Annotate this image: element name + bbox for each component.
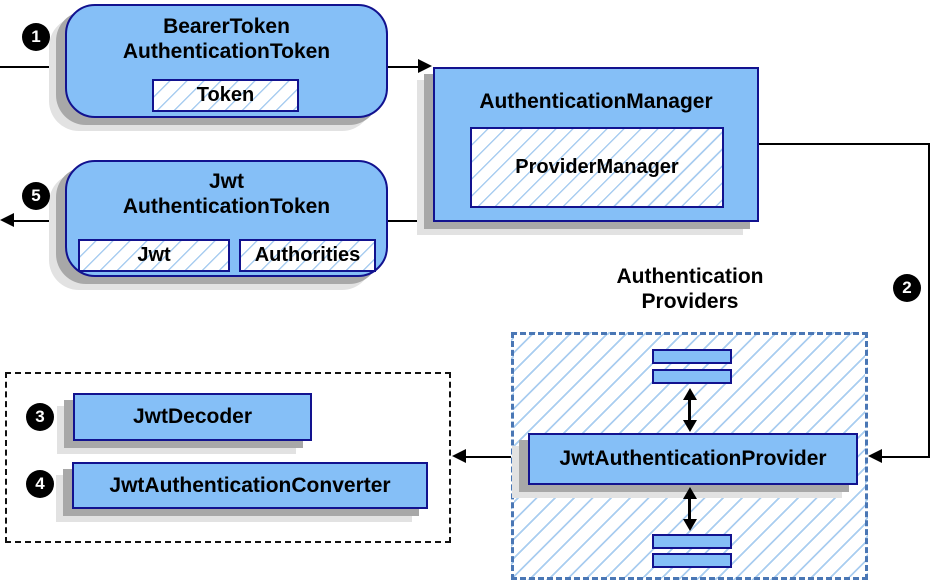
jwt-authentication-converter-node: JwtAuthenticationConverter	[72, 462, 428, 509]
authentication-providers-label-line1: Authentication	[616, 265, 764, 288]
step-badge-5: 5	[22, 182, 50, 210]
step-badge-4: 4	[26, 470, 54, 498]
connector-step2-right	[928, 143, 930, 457]
authentication-manager-title: AuthenticationManager	[479, 90, 713, 113]
jwt-authentication-provider-node: JwtAuthenticationProvider	[528, 433, 858, 485]
double-arrow-top-down-icon	[683, 420, 697, 432]
step-badge-3: 3	[26, 403, 54, 431]
double-arrow-top-up-icon	[683, 388, 697, 400]
provider-placeholder-bar	[652, 369, 732, 384]
provider-placeholder-bar	[652, 349, 732, 364]
provider-manager-box: ProviderManager	[470, 127, 724, 208]
authentication-providers-label-line2: Providers	[641, 290, 739, 313]
jwt-box: Jwt	[78, 239, 230, 272]
bearer-token-authentication-token-node: BearerToken AuthenticationToken Token	[65, 4, 388, 118]
jwt-authentication-token-node: Jwt AuthenticationToken Jwt Authorities	[65, 160, 388, 277]
step-badge-1: 1	[22, 23, 50, 51]
jwt-decoder-node: JwtDecoder	[73, 393, 312, 441]
bearer-token-title-line1: BearerToken	[163, 15, 290, 38]
token-box: Token	[152, 79, 299, 112]
double-arrow-bottom-up-icon	[683, 487, 697, 499]
double-arrow-bottom-shaft	[688, 497, 691, 521]
jwt-authentication-token-title-line2: AuthenticationToken	[122, 195, 331, 218]
connector-step1-to-manager	[386, 66, 420, 68]
connector-step2-top	[759, 143, 930, 145]
decoder-converter-container	[5, 372, 451, 543]
authentication-providers-label: Authentication Providers	[575, 264, 805, 314]
connector-step5-outgoing	[12, 220, 67, 222]
connector-manager-to-jwt-token	[386, 220, 434, 222]
arrowhead-step3-icon	[452, 449, 466, 463]
double-arrow-top-shaft	[688, 398, 691, 422]
step-badge-2: 2	[893, 274, 921, 302]
provider-placeholder-bar	[652, 553, 732, 568]
bearer-token-title-line2: AuthenticationToken	[122, 40, 331, 63]
connector-provider-to-decoder	[464, 456, 530, 458]
authorities-box: Authorities	[239, 239, 376, 272]
provider-placeholder-bar	[652, 534, 732, 549]
authentication-manager-node: AuthenticationManager ProviderManager	[433, 67, 759, 222]
connector-step2-bottom	[880, 456, 930, 458]
arrowhead-step1-icon	[418, 59, 432, 73]
arrowhead-step5-icon	[0, 213, 14, 227]
arrowhead-step2-icon	[868, 449, 882, 463]
jwt-authentication-token-title-line1: Jwt	[208, 170, 244, 193]
double-arrow-bottom-down-icon	[683, 519, 697, 531]
connector-step1-incoming	[0, 66, 67, 68]
